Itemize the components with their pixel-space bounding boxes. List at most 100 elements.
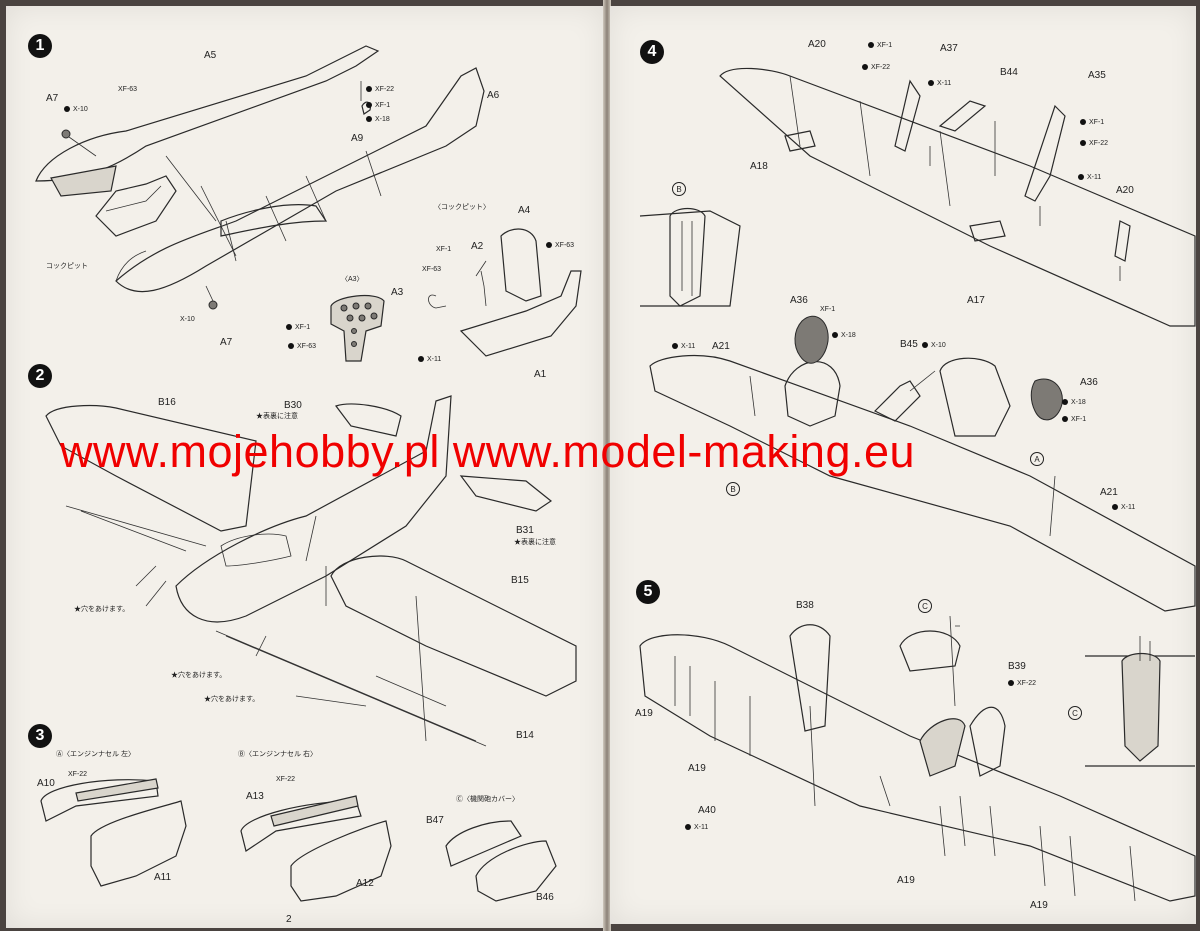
- step-number-5: 5: [636, 580, 660, 604]
- step3-engine-nacelle-drawing: [40, 778, 557, 902]
- part-label-a7-top: A7: [46, 93, 59, 104]
- paint-label-x11: X-11: [418, 356, 441, 363]
- part-label-a3: A3: [391, 287, 404, 298]
- part-label-a37: A37: [940, 43, 958, 54]
- paint-label-xf1: XF-1: [366, 102, 390, 109]
- circled-marker-b-lower: B: [726, 482, 740, 496]
- part-label-a20-right: A20: [1116, 185, 1134, 196]
- step-number-4: 4: [640, 40, 664, 64]
- step-number-3: 3: [28, 724, 52, 748]
- paint-label-xf1-d: XF-1: [1062, 416, 1086, 423]
- part-label-a17: A17: [967, 295, 985, 306]
- paint-label-xf22-a: XF-22: [862, 64, 890, 71]
- part-label-a5: A5: [204, 50, 217, 61]
- paint-label-x11-b: X-11: [1078, 174, 1101, 181]
- part-label-a20-top: A20: [808, 39, 826, 50]
- part-label-a2: A2: [471, 241, 484, 252]
- left-page: 1 2 3 A5 A6 A7 X-10 XF-63 XF-22 XF-1 X-1…: [6, 6, 604, 928]
- paint-label-xf63: XF-63: [118, 86, 138, 93]
- circled-marker-a: A: [1030, 452, 1044, 466]
- paint-label-xf1-c: XF-1: [820, 306, 836, 313]
- paint-label-x18-c: X-18: [832, 332, 856, 339]
- part-label-a21-left: A21: [712, 341, 730, 352]
- paint-label-xf1-b: XF-1: [436, 246, 452, 253]
- part-label-a19-2: A19: [688, 763, 706, 774]
- paint-label-xf22: XF-22: [366, 86, 394, 93]
- paint-label-xf1-a: XF-1: [868, 42, 892, 49]
- paint-label-x10-top: X-10: [64, 106, 88, 113]
- note-drill-hole-2: ★穴をあけます。: [171, 672, 227, 679]
- part-label-a11: A11: [154, 872, 172, 883]
- right-page-drawings: [639, 67, 1196, 902]
- label-cockpit-left: コックピット: [46, 263, 88, 270]
- step5-wing-drawing: [639, 615, 1196, 902]
- note-drill-hole-3: ★穴をあけます。: [204, 696, 260, 703]
- part-label-b15: B15: [511, 575, 529, 586]
- part-label-b38: B38: [796, 600, 814, 611]
- part-label-a40: A40: [698, 805, 716, 816]
- part-label-b44: B44: [1000, 67, 1018, 78]
- step1-instrument-panel-drawing: [330, 295, 385, 362]
- note-drill-hole-1: ★穴をあけます。: [74, 606, 130, 613]
- part-label-b14: B14: [516, 730, 534, 741]
- circled-marker-b: B: [672, 182, 686, 196]
- step-number-2: 2: [28, 364, 52, 388]
- label-nacelle-left: Ⓐ〈エンジンナセル 左〉: [56, 751, 135, 758]
- paint-label-xf1-c: XF-1: [286, 324, 310, 331]
- part-label-a36-left: A36: [790, 295, 808, 306]
- label-a3-title: 〈A3〉: [341, 276, 364, 283]
- step2-wing-assembly-drawing: [45, 395, 577, 747]
- step-number-1: 1: [28, 34, 52, 58]
- paint-label-xf63-d: XF-63: [288, 343, 316, 350]
- part-label-b30: B30: [284, 400, 302, 411]
- part-label-a13: A13: [246, 791, 264, 802]
- paint-label-xf63-b: XF-63: [546, 242, 574, 249]
- watermark-text: www.mojehobby.pl www.model-making.eu: [60, 426, 916, 477]
- paint-label-x10: X-10: [922, 342, 946, 349]
- circled-marker-c: C: [918, 599, 932, 613]
- page-number: 2: [286, 914, 292, 925]
- note-b31: ★表裏に注意: [514, 539, 556, 546]
- part-label-a10: A10: [37, 778, 55, 789]
- spread-gutter: [603, 0, 611, 931]
- step5-inset-c-drawing: [1085, 636, 1195, 767]
- step1-fuselage-drawing: [35, 45, 485, 310]
- paint-label-x11: X-11: [685, 824, 708, 831]
- part-label-a35: A35: [1088, 70, 1106, 81]
- part-label-a7-bottom: A7: [220, 337, 233, 348]
- paint-label-x18: X-18: [366, 116, 390, 123]
- paint-label-xf22-b: XF-22: [1080, 140, 1108, 147]
- paint-label-x10-bottom: X-10: [180, 316, 195, 323]
- part-label-b45: B45: [900, 339, 918, 350]
- part-label-a12: A12: [356, 878, 374, 889]
- paint-label-x11-c: X-11: [672, 343, 695, 350]
- part-label-b47: B47: [426, 815, 444, 826]
- label-gun-cover: Ⓒ〈機関砲カバー〉: [456, 796, 519, 803]
- left-page-drawings: [35, 45, 582, 902]
- right-page: 4 5 B B A C C A20 XF-1 A37 XF-22 X-11 B4…: [610, 6, 1196, 924]
- note-b30: ★表裏に注意: [256, 413, 298, 420]
- part-label-a4: A4: [518, 205, 531, 216]
- label-nacelle-right: Ⓑ〈エンジンナセル 右〉: [238, 751, 317, 758]
- step1-cockpit-seat-drawing: [428, 228, 582, 357]
- label-cockpit-title: 〈コックピット〉: [434, 204, 490, 211]
- part-label-b16: B16: [158, 397, 176, 408]
- paint-label-x11-d: X-11: [1112, 504, 1135, 511]
- step4-wing-drawing: [719, 67, 1196, 327]
- step4-inset-b-drawing: [639, 207, 741, 307]
- part-label-b31: B31: [516, 525, 534, 536]
- circled-marker-c-inset: C: [1068, 706, 1082, 720]
- paint-label-xf22: XF-22: [1008, 680, 1036, 687]
- paint-label-x11-a: X-11: [928, 80, 951, 87]
- paint-label-x18-d: X-18: [1062, 399, 1086, 406]
- paint-label-xf22-b: XF-22: [276, 776, 296, 783]
- part-label-a36-right: A36: [1080, 377, 1098, 388]
- paint-label-xf63-c: XF-63: [422, 266, 442, 273]
- part-label-a21-right: A21: [1100, 487, 1118, 498]
- step4-lower-wing-drawing: [649, 315, 1196, 612]
- part-label-a19-4: A19: [1030, 900, 1048, 911]
- part-label-a18: A18: [750, 161, 768, 172]
- part-label-a1: A1: [534, 369, 547, 380]
- part-label-b46: B46: [536, 892, 554, 903]
